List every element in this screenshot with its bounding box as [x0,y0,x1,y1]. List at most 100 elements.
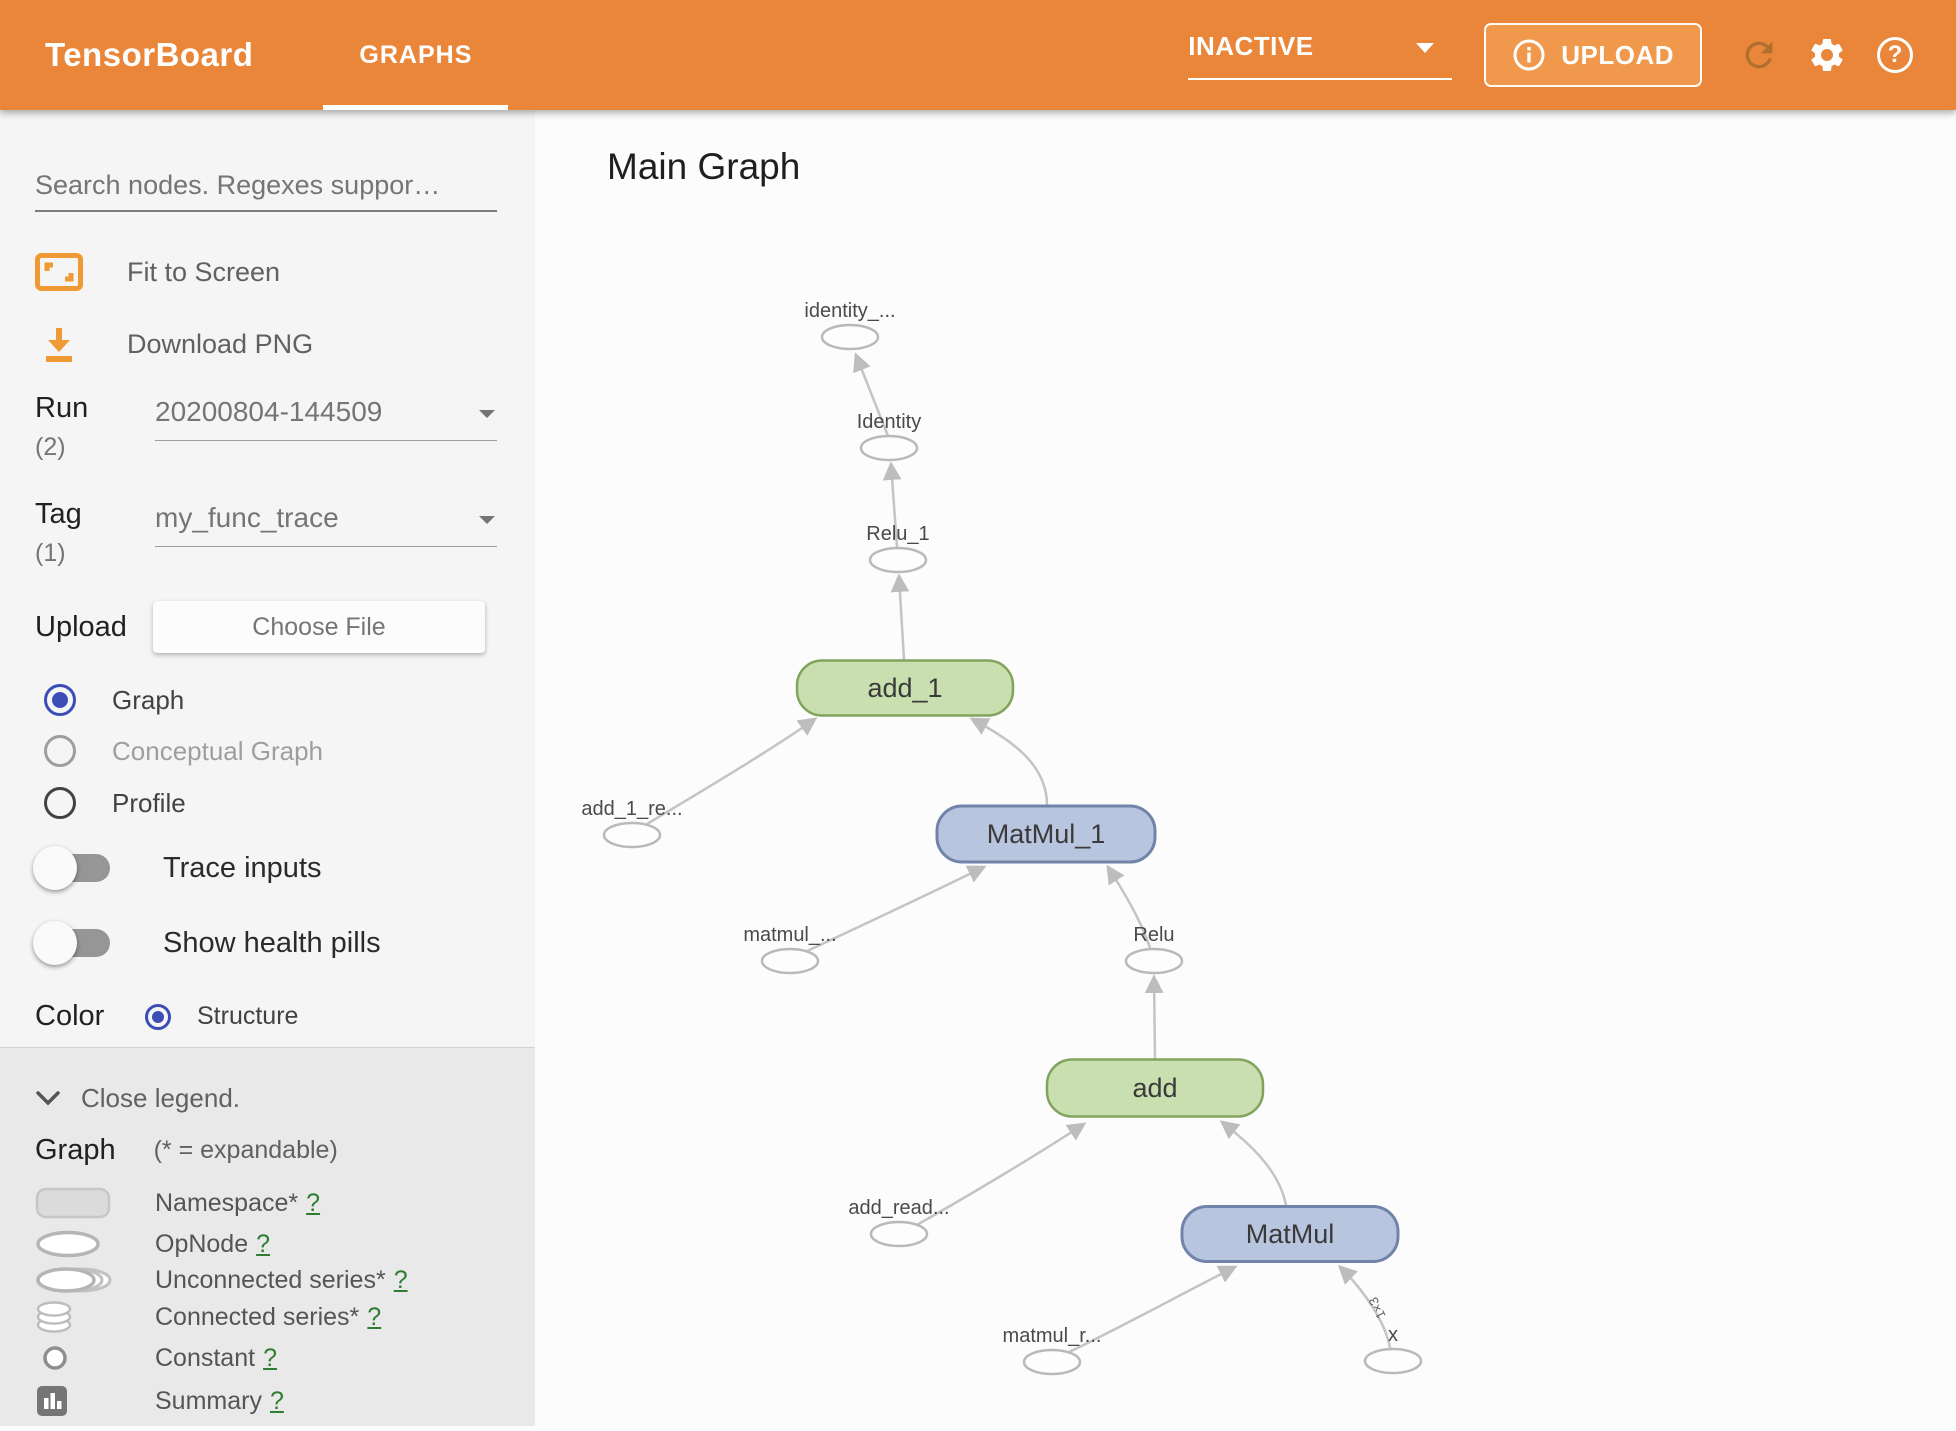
tag-field: Tag (1) my_func_trace [35,498,497,568]
color-structure-label: Structure [197,1002,299,1030]
graph-edge-matmul_r-to-MatMul [1066,1265,1238,1355]
graph-node-add_1[interactable]: add_1 [795,659,1015,717]
legend-item-label: Connected series* [155,1302,360,1331]
help-link[interactable]: ? [269,1386,284,1415]
legend-panel: Close legend. Graph (* = expandable) Nam… [0,1047,535,1426]
download-png-button[interactable]: Download PNG [35,322,313,366]
legend-item-constant: Constant ? [35,1338,277,1378]
function-node-rect[interactable] [935,804,1157,864]
app-header: TensorBoard GRAPHS INACTIVE UPLOAD [0,0,1956,110]
graph-edge-MatMul_1-to-add_1 [969,717,1049,806]
fit-to-screen-label: Fit to Screen [127,256,281,287]
graph-node-Identity[interactable]: Identity [857,411,921,462]
close-legend-label: Close legend. [81,1082,240,1113]
tag-label: Tag [35,498,82,530]
status-dropdown-value: INACTIVE [1188,30,1314,61]
legend-heading: Graph (* = expandable) [35,1128,338,1172]
graph-node-MatMul[interactable]: MatMul [1180,1205,1400,1263]
profile-option-label: Profile [112,787,186,818]
op-node-label: add_1_re... [581,798,682,820]
tab-graphs-label: GRAPHS [359,40,473,69]
conceptual-graph-option-label: Conceptual Graph [112,735,324,766]
run-count: (2) [35,433,66,461]
graph-title: Main Graph [607,146,801,187]
graph-node-x[interactable]: x [1363,1324,1423,1375]
legend-item-label: Constant [155,1343,256,1372]
graph-edge-x-to-MatMul [1337,1265,1392,1349]
graph-node-Relu_1[interactable]: Relu_1 [866,523,930,574]
help-button[interactable]: ? [1872,32,1918,78]
constant-swatch [35,1345,155,1371]
op-node-ellipse[interactable] [1363,1347,1423,1375]
op-node-ellipse[interactable] [1022,1348,1082,1376]
fit-screen-icon [35,253,83,291]
graph-node-add_1_re[interactable]: add_1_re... [581,798,683,849]
function-node-label: MatMul [1246,1219,1335,1249]
legend-item-label: OpNode [155,1229,249,1258]
function-node-rect[interactable] [1045,1058,1265,1118]
function-node-label: add_1 [867,673,942,703]
dropdown-underline [1188,77,1453,80]
radio-selected-icon[interactable] [145,1003,171,1030]
help-link[interactable]: ? [263,1343,277,1372]
tab-graphs[interactable]: GRAPHS [323,0,509,110]
op-node-label: identity_... [804,300,895,322]
toggle-off-icon [33,846,110,890]
legend-item-connected-series: Connected series* ? [35,1297,381,1337]
graph-node-matmul_[interactable]: matmul_... [743,924,837,975]
graph-canvas[interactable]: 1×3 identity_...IdentityRelu_1add_1add_1… [535,110,1956,1426]
connected-series-swatch [35,1300,155,1334]
graph-edge-matmul_-to-MatMul_1 [804,865,987,954]
trace-inputs-label: Trace inputs [163,851,322,884]
active-tab-underline [323,105,509,110]
trace-inputs-toggle[interactable]: Trace inputs [33,844,322,892]
chevron-down-icon [479,516,495,524]
graph-node-Relu[interactable]: Relu [1124,924,1184,975]
help-link[interactable]: ? [306,1188,321,1217]
settings-gear-icon [1811,38,1843,71]
close-legend-button[interactable]: Close legend. [35,1076,240,1120]
run-label: Run [35,392,89,424]
radio-unselected-icon [44,735,76,767]
graph-type-option-graph[interactable]: Graph [35,678,184,722]
graph-option-label: Graph [112,684,185,715]
graph-node-identity_out[interactable]: identity_... [804,300,896,351]
status-dropdown[interactable]: INACTIVE [1188,30,1453,80]
graph-node-MatMul_1[interactable]: MatMul_1 [935,804,1157,864]
chevron-down-icon [479,410,495,418]
summary-swatch [35,1384,155,1418]
run-dropdown[interactable]: 20200804-144509 [155,392,497,462]
op-node-ellipse[interactable] [869,1220,929,1248]
chevron-down-icon [36,1091,60,1106]
choose-file-button[interactable]: Choose File [153,601,485,653]
op-node-ellipse[interactable] [760,947,820,975]
op-node-ellipse[interactable] [820,323,880,351]
settings-button[interactable] [1804,32,1850,78]
graph-node-add_read[interactable]: add_read... [848,1197,950,1248]
search-input[interactable] [35,160,497,212]
upload-button[interactable]: UPLOAD [1484,23,1702,87]
graph-node-matmul_r[interactable]: matmul_r... [1003,1325,1102,1376]
help-icon: ? [1877,37,1913,73]
graph-edge-add_read-to-add [914,1122,1087,1228]
tag-count: (1) [35,539,66,567]
function-node-rect[interactable] [795,659,1015,717]
graph-type-option-conceptual[interactable]: Conceptual Graph [35,729,323,773]
reload-button[interactable] [1736,32,1782,78]
graph-node-add[interactable]: add [1045,1058,1265,1118]
graph-type-option-profile[interactable]: Profile [35,781,186,825]
op-node-ellipse[interactable] [1124,947,1184,975]
legend-item-label: Namespace* [155,1188,299,1217]
op-node-ellipse[interactable] [602,821,662,849]
upload-button-label: UPLOAD [1561,39,1674,70]
show-health-pills-toggle[interactable]: Show health pills [33,919,381,967]
help-link[interactable]: ? [367,1302,382,1331]
op-node-ellipse[interactable] [868,546,928,574]
help-link[interactable]: ? [393,1265,408,1294]
tag-dropdown[interactable]: my_func_trace [155,498,497,568]
op-node-ellipse[interactable] [859,434,919,462]
help-link[interactable]: ? [256,1229,271,1258]
function-node-rect[interactable] [1180,1205,1400,1263]
fit-to-screen-button[interactable]: Fit to Screen [35,250,280,294]
